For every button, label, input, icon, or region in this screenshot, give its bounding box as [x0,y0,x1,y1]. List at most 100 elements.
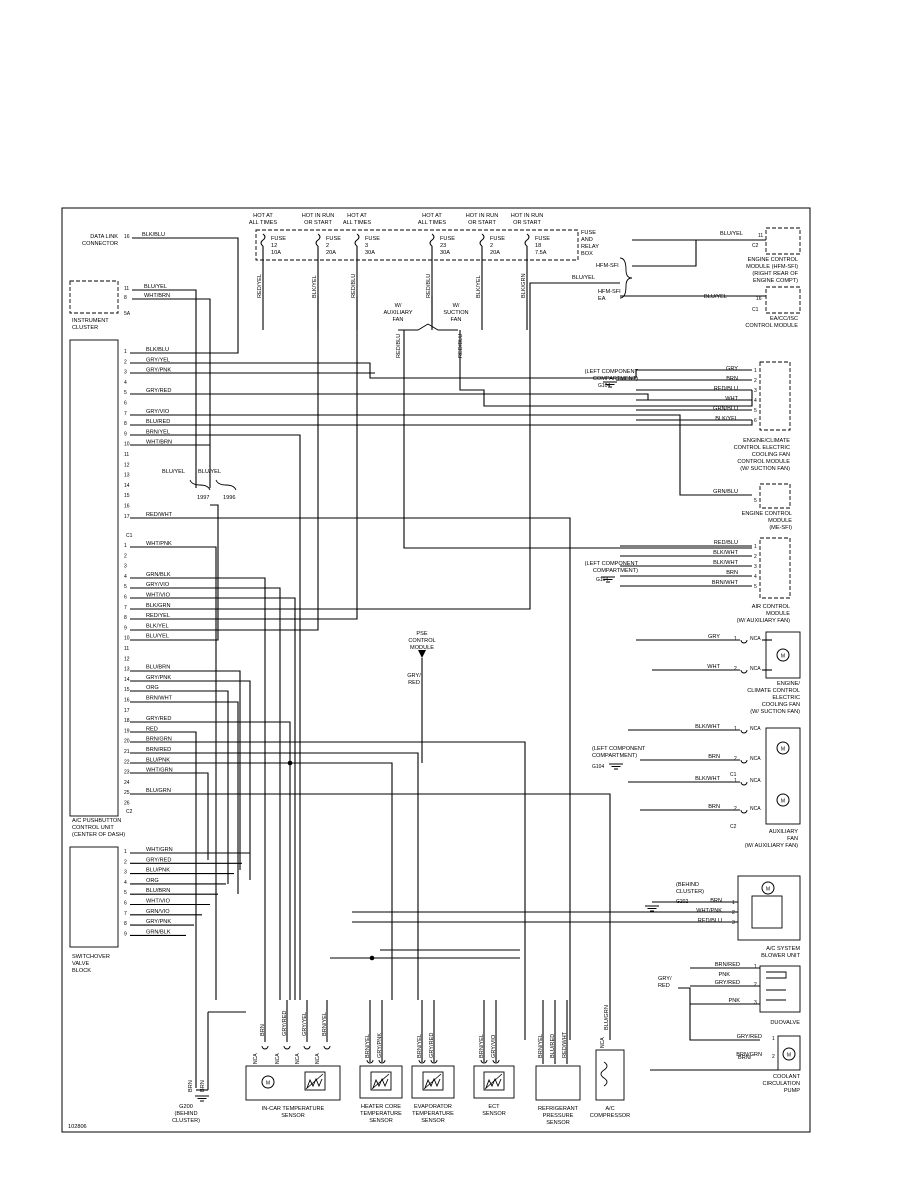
suction-fan-option: FAN [451,317,462,323]
pin-number: 1 [124,349,127,355]
pin-number: 13 [124,667,130,673]
ac-compressor-label: A/C [605,1106,614,1112]
wire-color: RED/BLU [698,918,722,924]
pin-number: 25 [124,790,130,796]
pin-number: 6 [754,418,757,424]
pin-number: 2 [732,910,735,916]
ground-id: G104 [596,577,608,583]
in-car-temperature-sensor [245,1065,341,1101]
location-note: COMPARTMENT) [592,753,637,759]
fuse-box-title: RELAY [581,244,599,250]
wire-color: GRY/ [658,976,672,982]
wire-color: RED/BLU [714,540,738,546]
ac-compressor-label: COMPRESSOR [590,1113,630,1119]
wire-color: BRN/GRN [146,737,172,743]
wire-brn-grn [130,741,526,1040]
pin-number: 2 [772,1054,775,1060]
wire-color: GRN/BLK [146,929,171,935]
pin-number: 5 [754,584,757,590]
wire-blu-red [130,420,753,426]
connector-icon [378,1059,386,1064]
pin-number: 7 [124,411,127,417]
ground-g200-label: G200 [179,1104,193,1110]
engine-control-module [765,227,801,255]
pin-number: 11 [758,233,763,239]
fuse-hot-label: HOT AT [422,213,442,219]
pin-number: 2 [734,756,737,762]
connector-icon [366,1059,374,1064]
connector-icon [480,1059,488,1064]
fuse-hot-label: ALL TIMES [249,220,278,226]
wire-color: GRY/RED [715,980,740,986]
pin-number: 3 [124,370,127,376]
wire-color: BLK/YEL [715,416,738,422]
pin-number: 1 [124,849,127,855]
fuse-hot-label: ALL TIMES [343,220,372,226]
heater-core-sensor-label: HEATER CORE [361,1104,401,1110]
fuse-icon [524,233,530,247]
engine-climate-fan-control-module [759,361,791,431]
pin-number: 14 [124,483,130,489]
wire-color: BLU/PNK [146,757,170,763]
suction-fan-option: SUCTION [443,310,468,316]
cooling-fan-label: COOLING FAN [762,702,800,708]
duovalve-box [759,965,801,1013]
coolant-pump-label: PUMP [784,1088,800,1094]
pin-number: 10 [124,442,130,448]
wire-color: RED/WHT [146,512,173,518]
ac-pushbutton-control-unit [69,339,119,817]
fuse-number: 2 [490,243,493,249]
nca-label: NCA [275,1053,281,1064]
year-bracket [215,479,237,491]
fuse-hot-label: OR START [304,220,332,226]
wire-color: WHT/GRN [146,768,173,774]
aux-fan-wire [403,330,752,549]
fuse-icon [315,233,321,247]
fuse-box-title: AND [581,237,593,243]
pin-number: 4 [124,574,127,580]
refrigerant-sensor-label: PRESSURE [543,1113,574,1119]
wire-color: WHT/GRN [146,847,173,853]
engine-climate-fan-control-label: ENGINE/CLIMATE [743,438,790,444]
fuse-number: 12 [271,243,277,249]
wire-color: BLK/BLU [146,347,169,353]
ac-pushbutton-label: (CENTER OF DASH) [72,832,125,838]
option-bracket [398,323,458,331]
refrigerant-pressure-sensor [535,1065,581,1101]
ecm-me-label: MODULE [768,518,792,524]
wire-color: BLK/WHT [713,560,738,566]
wire-color: ORG [146,878,159,884]
ecm-me-label: (ME-SFI) [769,525,792,531]
wire-color: WHT/PNK [146,541,172,547]
duovalve-label: DUOVALVE [770,1020,800,1026]
nca-label: NCA [600,1037,606,1048]
nca-label: NCA [750,636,761,642]
wire-color: GRY [708,634,720,640]
pin-number: 5 [754,498,757,504]
year-bracket [189,479,211,491]
instrument-cluster [69,280,119,314]
wire-color: BRN [708,804,720,810]
pin-number: 1 [734,636,737,642]
wire-color: WHT [707,664,720,670]
connector-id: C2 [126,809,133,815]
pin-number: 12 [124,462,130,468]
document-id: 102806 [68,1124,87,1130]
pin-number: 6 [124,401,127,407]
fuse-icon [354,233,360,247]
switchover-valve-block [69,846,119,948]
thermistor-icon [423,1073,442,1090]
ground-id: G104 [598,383,610,389]
fuse-number: 23 [440,243,446,249]
wire-color: BRN [708,754,720,760]
instrument-cluster-label: INSTRUMENT [72,318,109,324]
pin-number: 4 [754,398,757,404]
heater-core-sensor [359,1065,403,1099]
wire-color: GRY/PNK [377,1033,383,1058]
motor-icon: M [787,1052,791,1058]
wire-color: GRY/VIO [146,582,170,588]
pin-number: 6 [124,595,127,601]
wire-color: BRN/RED [715,962,740,968]
aux-fan-option: W/ [395,303,402,309]
motor-icon [782,1047,796,1061]
